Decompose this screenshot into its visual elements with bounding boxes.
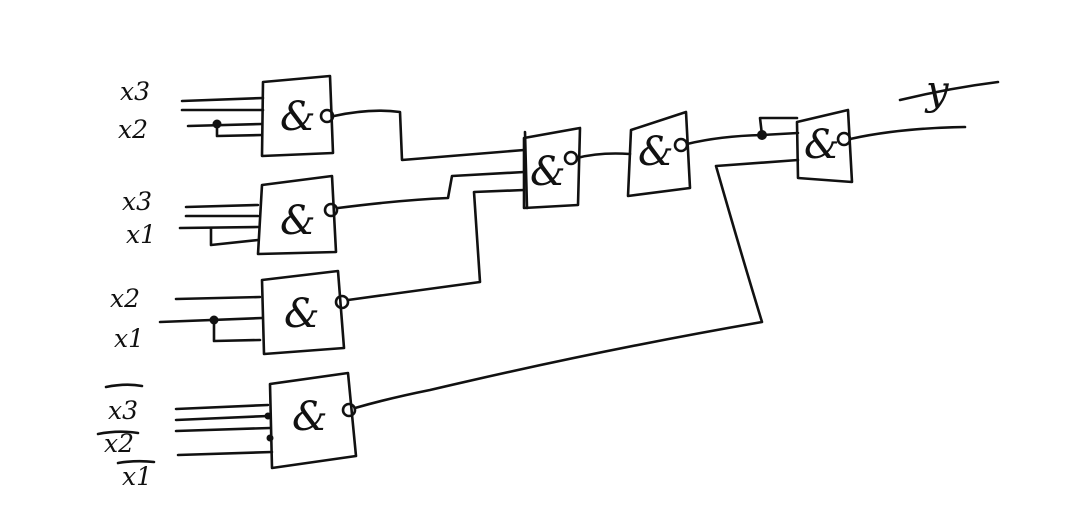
- overbar-g4-c: [116, 459, 156, 465]
- input-wires: [158, 96, 274, 457]
- gate-1: &: [260, 74, 335, 158]
- gate-7: &: [795, 108, 854, 184]
- input-label-g3-a: x2: [110, 284, 140, 313]
- wire-g2-to-g5: [336, 170, 526, 210]
- gate-3-symbol: &: [284, 291, 320, 337]
- input-label-g4-b: x2: [104, 429, 134, 458]
- wire-g4-to-g7: [353, 158, 800, 410]
- wire-in-g4-c: [176, 450, 274, 457]
- gate-7-bubble: [836, 131, 852, 147]
- input-label-g2-b: x1: [126, 220, 156, 249]
- wire-in-g1-b: [186, 122, 264, 128]
- interconnect-wires: [332, 80, 1000, 410]
- gate-4-symbol: &: [292, 394, 328, 440]
- gate-2-symbol: &: [280, 198, 316, 244]
- gate-4: &: [268, 371, 358, 470]
- gate-6-bubble: [673, 137, 689, 153]
- junction-dot-g3: [209, 315, 219, 325]
- input-labels: x3 x2 x3 x1 x2 x1 x3 x2 x1: [96, 77, 156, 491]
- overbar-g4-b: [96, 430, 140, 436]
- gate-3: &: [260, 269, 350, 356]
- gate-5-symbol: &: [530, 149, 566, 195]
- gate-7-symbol: &: [804, 122, 840, 168]
- wire-in-g2-a: [184, 203, 260, 209]
- gate-6-symbol: &: [638, 129, 674, 175]
- gate-5: &: [522, 126, 582, 210]
- wire-in-g4-a2: [174, 414, 270, 422]
- wire-output-tick: [898, 80, 1000, 102]
- wire-in-g1-a: [180, 96, 265, 103]
- wire-g7-tie: [758, 116, 799, 137]
- wire-g5-to-g6: [575, 152, 632, 160]
- wire-in-g3-tie: [212, 318, 262, 343]
- input-label-g1-b: x2: [118, 115, 148, 144]
- gate-6: &: [626, 110, 692, 198]
- gate-2: &: [256, 174, 339, 256]
- wire-in-g3-a: [174, 295, 262, 301]
- wire-output: [848, 125, 967, 141]
- wire-g6-to-g7: [685, 131, 800, 146]
- output-label-y: y: [924, 68, 950, 114]
- wire-g1-to-g5: [332, 109, 526, 162]
- input-label-g4-a: x3: [108, 396, 138, 425]
- wire-in-g4-a: [174, 403, 270, 411]
- junction-dot-g1: [212, 119, 222, 129]
- gate-1-symbol: &: [280, 94, 316, 140]
- wire-in-g2-tie: [209, 226, 260, 247]
- overbar-g4-a: [104, 383, 144, 389]
- wire-in-g2-b: [178, 225, 260, 230]
- input-label-g2-a: x3: [122, 187, 152, 216]
- gate-2-bubble: [323, 202, 339, 218]
- wire-g3-to-g5: [346, 188, 526, 302]
- input-label-g1-a: x3: [120, 77, 150, 106]
- gate-5-bubble: [563, 150, 579, 166]
- gate-3-bubble: [334, 294, 350, 310]
- input-label-g3-b: x1: [114, 324, 144, 353]
- gate-4-bubble: [341, 402, 357, 418]
- input-label-g4-c: x1: [122, 462, 152, 491]
- wire-in-g4-b: [174, 426, 272, 433]
